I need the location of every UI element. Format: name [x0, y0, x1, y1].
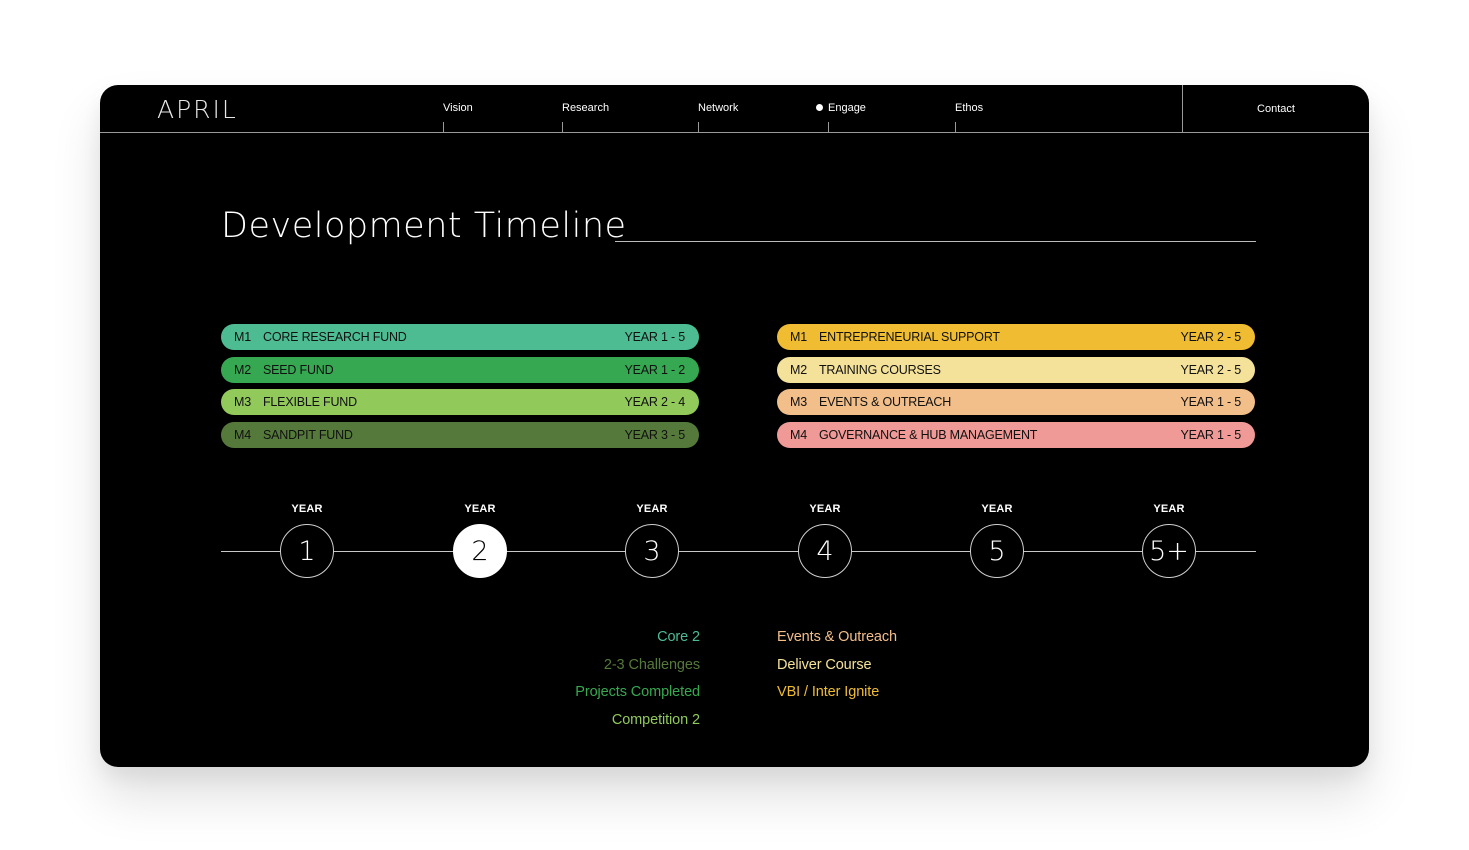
- programme-code: M3: [790, 395, 807, 409]
- programme-code: M2: [790, 362, 807, 377]
- timeline-node-year-3: YEAR 3: [612, 502, 692, 578]
- top-nav-bar: APRIL Vision Research Network Engage Eth…: [100, 85, 1369, 133]
- nav-tick: [828, 122, 829, 133]
- programme-years: YEAR 2 - 5: [1180, 362, 1241, 377]
- programme-years: YEAR 1 - 5: [624, 330, 685, 344]
- page-title: Development Timeline: [221, 206, 627, 246]
- timeline-node-year-4: YEAR 4: [785, 502, 865, 578]
- title-divider: [615, 241, 1256, 242]
- programme-years: YEAR 2 - 5: [1180, 330, 1241, 344]
- milestone-item: VBI / Inter Ignite: [777, 684, 880, 701]
- nav-label: Vision: [443, 102, 473, 114]
- timeline-node-year-1: YEAR 1: [267, 502, 347, 578]
- year-label: YEAR: [809, 503, 841, 515]
- timeline-node-year-5: YEAR 5: [957, 502, 1037, 578]
- programme-name: ENTREPRENEURIAL SUPPORT: [819, 330, 1000, 344]
- programme-name: TRAINING COURSES: [819, 362, 941, 377]
- programme-name: SANDPIT FUND: [263, 427, 353, 442]
- programme-pill[interactable]: M4 SANDPIT FUND YEAR 3 - 5: [221, 421, 699, 448]
- programme-code: M4: [234, 427, 251, 442]
- year-3-button[interactable]: 3: [625, 524, 679, 578]
- programme-pill[interactable]: M1 ENTREPRENEURIAL SUPPORT YEAR 2 - 5: [777, 324, 1255, 350]
- nav-label: Research: [562, 102, 610, 114]
- year-4-button[interactable]: 4: [798, 524, 852, 578]
- engagement-programmes-list: M1 ENTREPRENEURIAL SUPPORT YEAR 2 - 5 M2…: [777, 324, 1255, 454]
- programme-years: YEAR 1 - 2: [624, 362, 685, 377]
- programme-years: YEAR 2 - 4: [624, 395, 685, 409]
- programme-code: M3: [234, 395, 251, 409]
- year-1-button[interactable]: 1: [280, 524, 334, 578]
- milestone-item: Events & Outreach: [777, 629, 897, 645]
- programme-pill[interactable]: M1 CORE RESEARCH FUND YEAR 1 - 5: [221, 324, 699, 350]
- programme-pill[interactable]: M2 SEED FUND YEAR 1 - 2: [221, 356, 699, 383]
- year-2-button[interactable]: 2: [453, 524, 507, 578]
- year-label: YEAR: [981, 503, 1013, 515]
- year-label: YEAR: [636, 503, 668, 515]
- programme-code: M2: [234, 362, 251, 377]
- engagement-milestones: Events & Outreach Deliver Course VBI / I…: [777, 628, 897, 711]
- year-label: YEAR: [464, 503, 496, 515]
- nav-label-wrap: Engage: [816, 102, 866, 114]
- programme-years: YEAR 1 - 5: [1180, 427, 1241, 442]
- page-frame: APRIL Vision Research Network Engage Eth…: [100, 85, 1369, 767]
- nav-tick: [698, 122, 699, 133]
- timeline-node-year-5-plus: YEAR 5+: [1129, 502, 1209, 578]
- milestone-item: Core 2: [657, 629, 700, 645]
- nav-tick: [955, 122, 956, 133]
- programme-name: FLEXIBLE FUND: [263, 395, 357, 409]
- programme-code: M1: [790, 330, 807, 344]
- programme-name: GOVERNANCE & HUB MANAGEMENT: [819, 427, 1038, 442]
- programme-pill[interactable]: M3 FLEXIBLE FUND YEAR 2 - 4: [221, 389, 699, 415]
- programme-pill[interactable]: M2 TRAINING COURSES YEAR 2 - 5: [777, 356, 1255, 383]
- research-programmes-list: M1 CORE RESEARCH FUND YEAR 1 - 5 M2 SEED…: [221, 324, 699, 454]
- active-dot-icon: [816, 104, 823, 111]
- programme-code: M4: [790, 427, 807, 442]
- timeline-track: [221, 551, 1256, 552]
- year-label: YEAR: [1153, 503, 1185, 515]
- milestone-item: Deliver Course: [777, 656, 872, 673]
- nav-label: Network: [698, 102, 739, 114]
- milestone-item: 2-3 Challenges: [603, 656, 700, 673]
- programme-code: M1: [234, 330, 251, 344]
- contact-button[interactable]: Contact: [1182, 85, 1369, 133]
- research-milestones: Core 2 2-3 Challenges Projects Completed…: [575, 628, 700, 739]
- programme-pill[interactable]: M4 GOVERNANCE & HUB MANAGEMENT YEAR 1 - …: [777, 421, 1255, 448]
- programme-pill[interactable]: M3 EVENTS & OUTREACH YEAR 1 - 5: [777, 389, 1255, 415]
- programme-years: YEAR 1 - 5: [1180, 395, 1241, 409]
- year-5-button[interactable]: 5: [970, 524, 1024, 578]
- milestone-item: Projects Completed: [575, 684, 700, 701]
- programme-name: SEED FUND: [263, 362, 334, 377]
- programme-name: CORE RESEARCH FUND: [263, 330, 407, 344]
- year-5-plus-button[interactable]: 5+: [1142, 524, 1196, 578]
- timeline-node-year-2: YEAR 2: [440, 502, 520, 578]
- april-logo[interactable]: APRIL: [157, 95, 238, 124]
- programme-years: YEAR 3 - 5: [624, 427, 685, 442]
- year-label: YEAR: [291, 503, 323, 515]
- nav-label: Engage: [828, 102, 866, 114]
- nav-label: Ethos: [955, 102, 984, 114]
- nav-tick: [443, 122, 444, 133]
- programme-name: EVENTS & OUTREACH: [819, 395, 952, 409]
- nav-tick: [562, 122, 563, 133]
- milestone-item: Competition 2: [611, 712, 700, 729]
